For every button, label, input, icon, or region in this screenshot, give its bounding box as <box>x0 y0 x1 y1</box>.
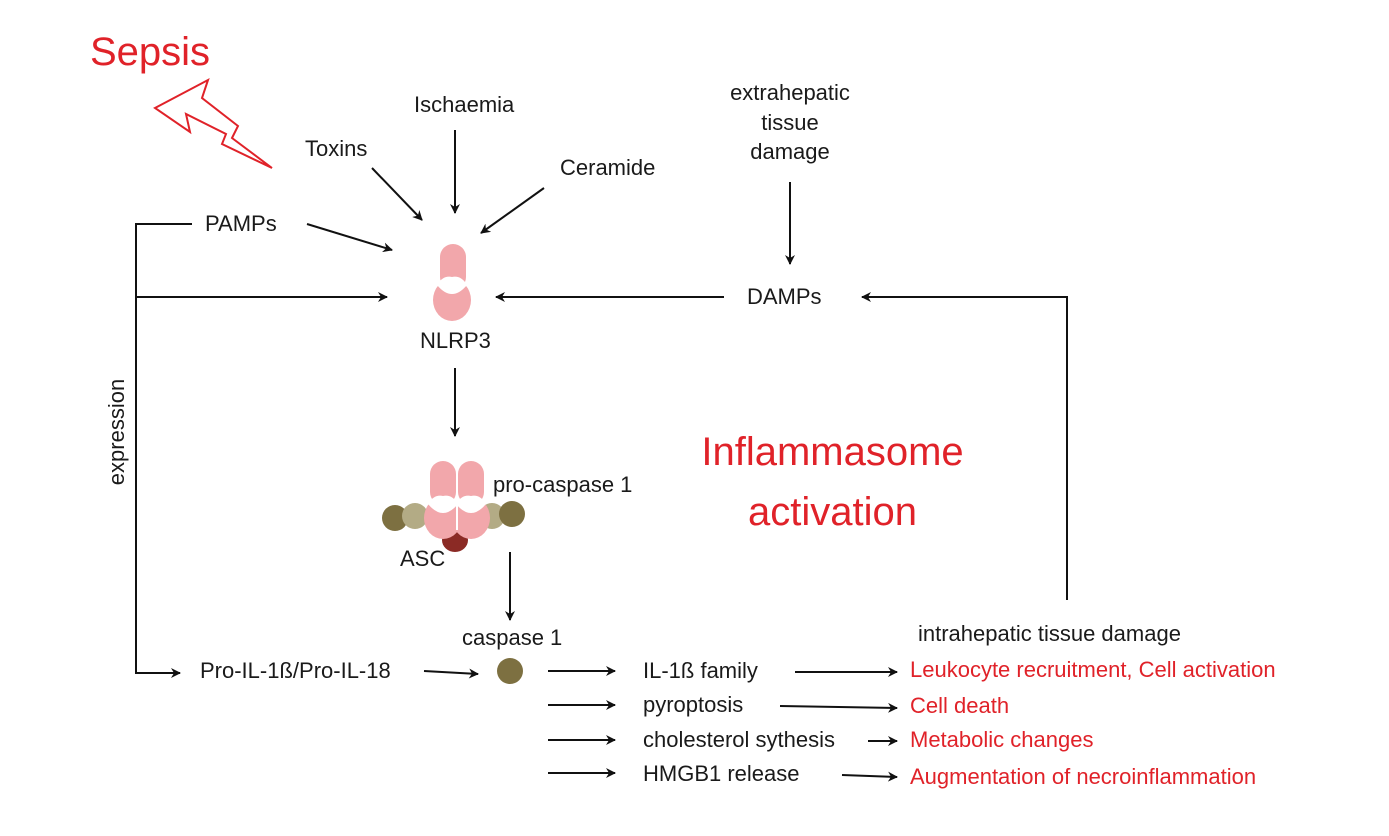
label-pamps: PAMPs <box>205 211 277 236</box>
process-label: cholesterol sythesis <box>643 727 835 752</box>
label-extrahepatic-damage: extrahepatic tissue damage <box>730 80 850 165</box>
label-expression: expression <box>104 378 129 486</box>
label-ischaemia: Ischaemia <box>414 92 515 117</box>
process-label: HMGB1 release <box>643 761 800 786</box>
arrow-pyroptosis-effect <box>779 702 898 713</box>
expression-loop-line <box>135 223 192 678</box>
arrow-pamps <box>306 223 393 253</box>
feedback-loop-line <box>861 292 1068 600</box>
arrow-hmgb1-effect <box>841 771 898 782</box>
label-asc: ASC <box>400 546 446 571</box>
label-toxins: Toxins <box>305 136 368 161</box>
label-intrahepatic-damage: intrahepatic tissue damage <box>918 621 1181 646</box>
diagram-title: Sepsis <box>90 30 211 74</box>
arrow-ceramide <box>480 187 545 234</box>
caspase-1-icon <box>497 658 523 684</box>
label-damps: DAMPs <box>747 284 822 309</box>
headline-line-2: activation <box>748 490 917 534</box>
lightning-bolt-icon <box>153 77 273 169</box>
label-caspase-1: caspase 1 <box>462 625 563 650</box>
label-pro-caspase-1: pro-caspase 1 <box>493 472 633 497</box>
process-label: IL-1ß family <box>643 658 758 683</box>
headline-line-1: Inflammasome <box>701 430 964 474</box>
label-pro-il: Pro-IL-1ß/Pro-IL-18 <box>200 658 391 683</box>
label-ceramide: Ceramide <box>560 155 656 180</box>
process-label: pyroptosis <box>643 692 744 717</box>
effect-label: Metabolic changes <box>910 727 1094 752</box>
arrow-toxins <box>371 167 423 221</box>
headline-inflammasome-activation: Inflammasome activation <box>680 422 985 542</box>
arrow-proil-caspase <box>423 668 479 679</box>
effect-label: Cell death <box>910 693 1010 718</box>
effect-label: Augmentation of necroinflammation <box>910 764 1257 789</box>
inflammasome-complex-icon <box>382 461 525 552</box>
label-nlrp3: NLRP3 <box>420 328 491 353</box>
effect-label: Leukocyte recruitment, Cell activation <box>910 657 1276 682</box>
nlrp3-icon <box>433 244 471 321</box>
